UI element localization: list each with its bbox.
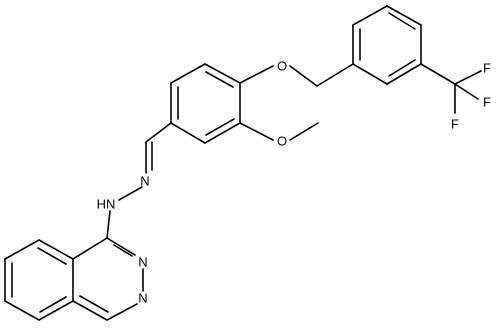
inner-double-bond: [39, 296, 67, 313]
fluorine-label: F: [451, 117, 459, 132]
bond-n-nh: [118, 186, 143, 201]
inner-double-bond: [205, 71, 234, 88]
bond: [72, 300, 108, 321]
bond: [72, 237, 108, 260]
bond-methoxy-methyl: [289, 122, 319, 141]
bond: [170, 63, 206, 84]
fluorine-label: F: [483, 61, 491, 76]
bond: [38, 300, 74, 321]
bond-c-f1: [454, 70, 482, 85]
bond: [204, 122, 241, 144]
bond-ether-ch2: [289, 65, 318, 87]
bond: [204, 63, 241, 84]
bond: [386, 63, 422, 85]
bond: [352, 63, 388, 85]
bond-aryl-ch: [145, 122, 172, 143]
bond-ch2-aryl: [316, 63, 354, 87]
inner-double-bond: [388, 12, 416, 30]
bond: [4, 300, 40, 321]
bond: [4, 239, 40, 260]
bond: [106, 237, 136, 256]
bond-c-f2: [454, 83, 479, 100]
ring-nitrogen-label: N: [138, 255, 147, 270]
central-benzene-ring: [170, 63, 241, 144]
phthalazine-ring: [72, 237, 144, 321]
bond-aryl-ether: [239, 65, 274, 84]
ether-oxygen-label: O: [277, 59, 287, 74]
fluorine-label: F: [483, 95, 491, 110]
phthalazine-benzo-ring: [4, 239, 74, 321]
bond-aryl-cf3: [420, 63, 456, 85]
hydrazine-nh-label: HN: [97, 197, 116, 212]
imine-nitrogen-label: N: [140, 174, 149, 189]
bond: [170, 122, 206, 144]
trifluoromethylphenyl-ring: [352, 5, 422, 85]
inner-double-bond: [113, 244, 133, 257]
ring-nitrogen-label: N: [138, 291, 147, 306]
bond: [38, 239, 74, 260]
bond: [386, 5, 422, 26]
bond-aryl-methoxy: [239, 122, 274, 141]
bond: [106, 303, 138, 321]
bond-nh-phthalazine: [106, 210, 111, 239]
inner-double-bond: [79, 295, 109, 313]
methoxy-oxygen-label: O: [277, 134, 287, 149]
inner-double-bond: [388, 59, 416, 77]
inner-double-bond: [37, 247, 67, 265]
inner-double-bond: [205, 118, 235, 136]
bond: [352, 5, 388, 26]
